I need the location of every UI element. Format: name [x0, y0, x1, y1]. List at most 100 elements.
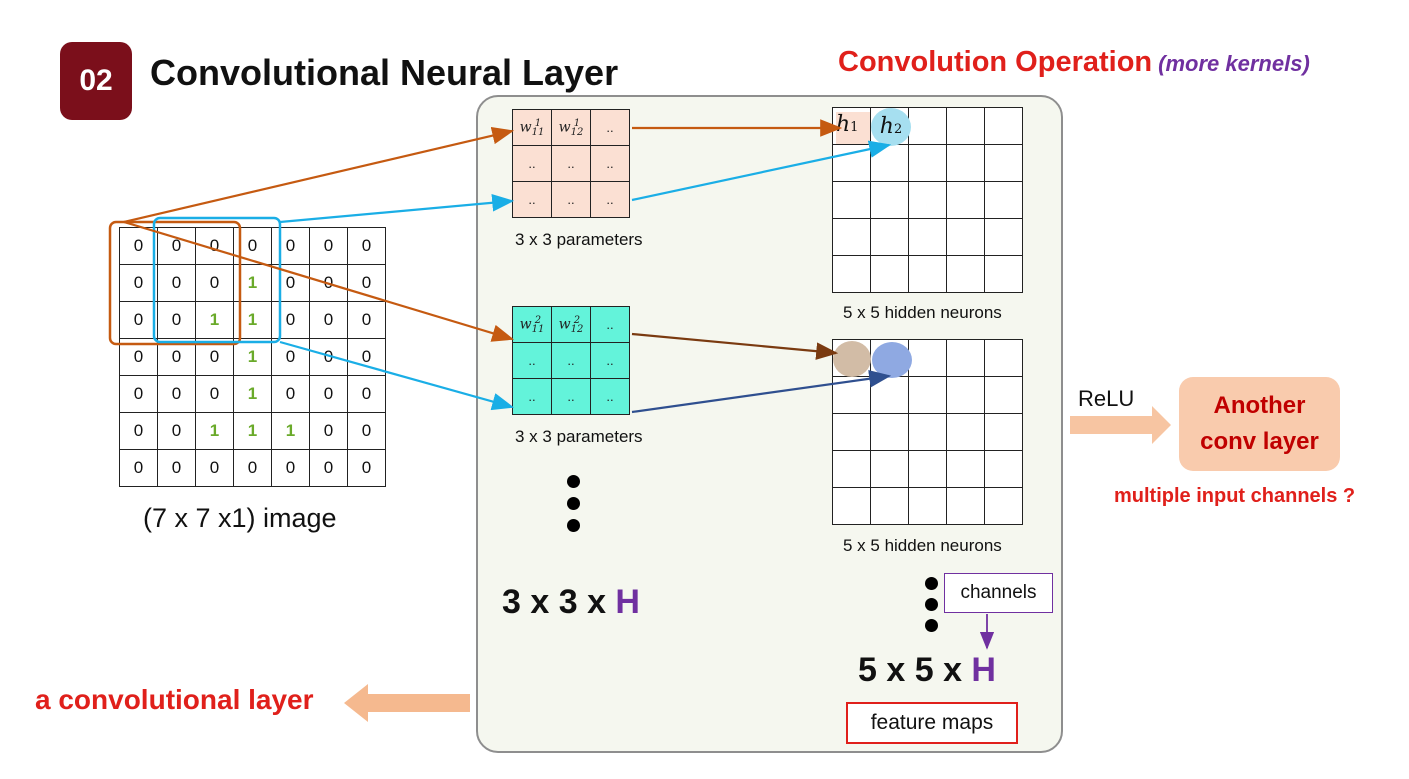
operation-title: Convolution Operation(more kernels)	[838, 46, 1310, 79]
image-cell: 0	[347, 449, 386, 487]
another-line-2: conv layer	[1200, 428, 1319, 455]
hidden-neuron-cell	[908, 144, 947, 182]
hidden-neuron-cell	[870, 144, 909, 182]
image-cell: 0	[271, 375, 310, 413]
conv-layer-label: a convolutional layer	[35, 684, 314, 715]
image-cell: 0	[195, 227, 234, 265]
hidden-neuron-cell	[984, 376, 1023, 414]
hidden-row	[832, 487, 1023, 525]
image-cell: 0	[347, 375, 386, 413]
hidden-neuron-cell	[984, 144, 1023, 182]
image-cell: 0	[309, 264, 348, 302]
image-cell: 1	[195, 301, 234, 339]
image-cell: 0	[157, 264, 196, 302]
hidden-neuron-cell	[832, 218, 871, 256]
image-cell: 0	[271, 338, 310, 376]
image-cell: 0	[309, 301, 348, 339]
another-conv-layer-box: Another conv layer	[1179, 377, 1340, 471]
image-cell: 0	[157, 449, 196, 487]
kernel-2-cell: ..	[590, 306, 630, 343]
image-cell: 0	[119, 264, 158, 302]
kernel-2-cell: ..	[551, 342, 591, 379]
back-arrow	[344, 684, 470, 722]
image-cell: 0	[233, 227, 272, 265]
hidden-row	[832, 144, 1023, 182]
hidden-neuron-cell	[908, 107, 947, 145]
section-badge: 02	[60, 42, 132, 120]
image-cell: 0	[347, 264, 386, 302]
image-cell: 0	[119, 301, 158, 339]
hidden-row	[832, 376, 1023, 414]
kernel-1-cell: ..	[590, 181, 630, 218]
kernel-2-cell: ..	[551, 378, 591, 415]
hidden-neuron-cell	[984, 339, 1023, 377]
multiple-channels-question: multiple input channels ?	[1114, 485, 1356, 507]
hidden-neuron-cell	[870, 181, 909, 219]
hidden-neuron-cell	[870, 487, 909, 525]
image-cell: 0	[271, 264, 310, 302]
hidden-neuron-cell	[908, 255, 947, 293]
hidden-neuron-cell	[908, 181, 947, 219]
feature-maps-box: feature maps	[846, 702, 1018, 744]
hidden-neuron-cell	[832, 376, 871, 414]
hidden-row	[832, 450, 1023, 488]
image-cell: 0	[271, 449, 310, 487]
operation-subtitle: (more kernels)	[1158, 51, 1310, 76]
hidden-neuron-cell	[984, 181, 1023, 219]
image-cell: 1	[195, 412, 234, 450]
kernel-shape-var: H	[615, 583, 640, 621]
hidden-neuron-cell	[984, 487, 1023, 525]
kernel-2-cell: ..	[590, 378, 630, 415]
hidden-neuron-cell	[984, 107, 1023, 145]
hidden-neuron-cell	[870, 376, 909, 414]
another-line-1: Another	[1213, 392, 1306, 419]
kernel-1-cell: ..	[551, 181, 591, 218]
kernel-1-cell: ..	[512, 181, 552, 218]
kernel-1-cell: ..	[512, 145, 552, 182]
hidden-neuron-cell	[946, 218, 985, 256]
image-cell: 0	[157, 301, 196, 339]
hidden-neuron-cell	[908, 339, 947, 377]
image-cell: 0	[271, 301, 310, 339]
channels-box: channels	[944, 573, 1053, 613]
kernel-1-cell: ..	[551, 145, 591, 182]
image-cell: 0	[309, 227, 348, 265]
hidden-neuron-cell	[870, 218, 909, 256]
image-cell: 0	[233, 449, 272, 487]
neuron-circle-1	[833, 341, 871, 377]
image-cell: 1	[233, 338, 272, 376]
image-cell: 0	[309, 338, 348, 376]
hidden-neuron-cell	[984, 255, 1023, 293]
image-cell: 0	[157, 227, 196, 265]
image-cell: 0	[119, 227, 158, 265]
kernel-shape-prefix: 3 x 3 x	[502, 583, 616, 621]
output-shape-prefix: 5 x 5 x	[858, 651, 972, 689]
image-cell: 0	[195, 264, 234, 302]
image-cell: 0	[119, 412, 158, 450]
image-cell: 0	[347, 227, 386, 265]
hidden-row	[832, 218, 1023, 256]
hidden-row	[832, 255, 1023, 293]
kernel-1-cell: ..	[590, 109, 630, 146]
ellipsis-dot	[567, 475, 580, 488]
image-cell: 1	[233, 264, 272, 302]
hidden-neuron-cell	[832, 413, 871, 451]
channel-dot	[925, 577, 938, 590]
image-cell: 0	[309, 449, 348, 487]
image-cell: 1	[233, 301, 272, 339]
image-cell: 0	[195, 449, 234, 487]
ellipsis-dot	[567, 519, 580, 532]
output-shape-var: H	[971, 651, 996, 689]
image-cell: 0	[195, 338, 234, 376]
image-cell: 0	[347, 338, 386, 376]
relu-label: ReLU	[1078, 386, 1135, 411]
